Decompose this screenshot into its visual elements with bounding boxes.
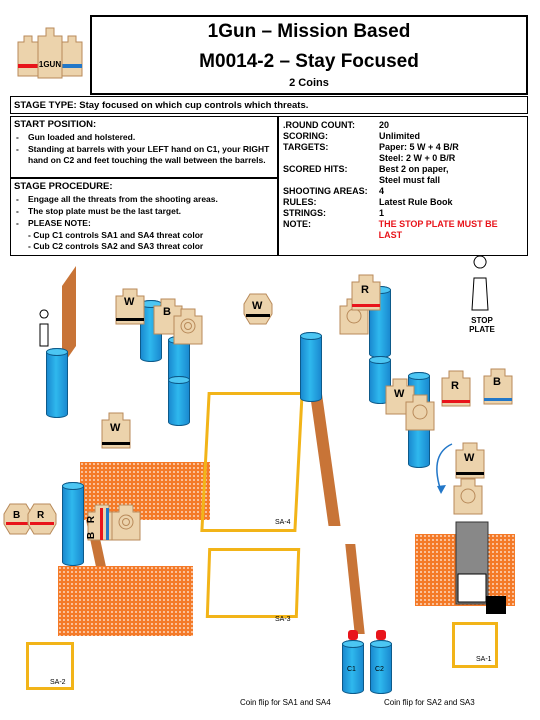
target-letter-b: B	[13, 510, 21, 521]
header-box: 1Gun – Mission Based M0014-2 – Stay Focu…	[90, 15, 528, 95]
stage-procedure-heading: STAGE PROCEDURE:	[14, 181, 113, 192]
logo-box: 1GUN	[10, 15, 90, 95]
paper-target	[101, 412, 131, 449]
paper-target	[115, 288, 145, 325]
logo-text: 1GUN	[38, 60, 62, 69]
start-position-item: Standing at barrels with your LEFT hand …	[14, 144, 274, 166]
steel-target	[27, 503, 57, 535]
barrel	[62, 482, 84, 566]
paper-target	[483, 368, 513, 405]
stat-note: NOTE:THE STOP PLATE MUST BE LAST	[283, 219, 498, 240]
target-letter-r: R	[37, 510, 45, 521]
procedure-note: - Cup C1 controls SA1 and SA4 threat col…	[28, 230, 204, 240]
cup-c2-label: C2	[375, 666, 384, 673]
barrel	[168, 376, 190, 426]
sa4-label: SA-4	[275, 519, 291, 526]
start-position-box: START POSITION: Gun loaded and holstered…	[10, 116, 278, 178]
stat-scored-hits: SCORED HITS:Best 2 on paper,	[283, 164, 449, 174]
stat-shooting-areas: SHOOTING AREAS:4	[283, 186, 385, 196]
paper-target	[173, 308, 203, 345]
rotate-arrow-icon	[436, 443, 453, 489]
stat-targets-steel: Steel: 2 W + 0 B/R	[379, 153, 456, 163]
paper-target	[111, 504, 141, 541]
stat-strings: STRINGS:1	[283, 208, 385, 218]
stage-procedure-box: STAGE PROCEDURE: Engage all the threats …	[10, 178, 278, 256]
header-title: 1Gun – Mission Based	[207, 21, 411, 42]
target-letter-b: B	[86, 531, 98, 540]
stage-type-box: STAGE TYPE: Stay focused on which cup co…	[10, 96, 528, 114]
paper-target	[405, 394, 435, 431]
header-coins: 2 Coins	[289, 77, 329, 89]
logo-targets-icon	[17, 27, 83, 79]
cup-c1-label: C1	[347, 666, 356, 673]
stat-targets: TARGETS:Paper: 5 W + 4 B/R	[283, 142, 459, 152]
stats-box: .ROUND COUNT:20 SCORING:Unlimited TARGET…	[278, 116, 528, 256]
target-letter-w: W	[124, 296, 135, 308]
stage-type: STAGE TYPE: Stay focused on which cup co…	[14, 100, 309, 111]
target-letter-b: B	[163, 306, 171, 318]
barrel	[300, 332, 322, 402]
procedure-item: Engage all the threats from the shooting…	[14, 194, 274, 205]
paper-target	[351, 274, 381, 311]
stop-plate-icon	[471, 256, 489, 311]
paper-target	[87, 504, 117, 541]
stop-plate-label: STOP PLATE	[469, 316, 495, 334]
procedure-note: - Cub C2 controls SA2 and SA3 threat col…	[28, 241, 204, 251]
mesh-panel	[58, 566, 193, 636]
cup-c1-icon	[348, 630, 358, 640]
cup-c2-icon	[376, 630, 386, 640]
no-shoot-silhouette	[39, 309, 49, 347]
paper-target	[453, 478, 483, 515]
stat-rules: RULES:Latest Rule Book	[283, 197, 453, 207]
cup-barrel-c2	[370, 640, 392, 694]
target-letter-r: R	[361, 284, 369, 296]
procedure-item: PLEASE NOTE:	[14, 218, 274, 229]
steel-target	[3, 503, 33, 535]
shooting-area-sa2	[26, 642, 74, 690]
sa1-label: SA-1	[476, 656, 492, 663]
coin-flip-sa1-sa4: Coin flip for SA1 and SA4	[240, 698, 331, 707]
procedure-item: The stop plate must be the last target.	[14, 206, 274, 217]
coin-flip-sa2-sa3: Coin flip for SA2 and SA3	[384, 698, 475, 707]
paper-target	[455, 442, 485, 479]
shooting-area-sa1	[452, 622, 498, 668]
target-letter-w: W	[252, 300, 263, 312]
target-letter-w: W	[464, 452, 475, 464]
steel-target	[243, 293, 273, 325]
sa3-label: SA-3	[275, 616, 291, 623]
targets-layer	[3, 256, 513, 614]
stat-scored-hits-steel: Steel must fall	[379, 175, 441, 185]
header-subtitle: M0014-2 – Stay Focused	[199, 51, 419, 72]
target-letter-w: W	[110, 422, 121, 434]
target-letter-r: R	[451, 380, 459, 392]
cup-barrel-c1	[342, 640, 364, 694]
stage-diagram: SA-4 SA-3 SA-2 SA-1	[0, 256, 540, 720]
paper-target	[441, 370, 471, 407]
start-position-heading: START POSITION:	[14, 119, 97, 130]
stat-scoring: SCORING:Unlimited	[283, 131, 421, 141]
stat-round-count: .ROUND COUNT:20	[283, 120, 390, 130]
target-letter-w: W	[394, 388, 405, 400]
start-position-item: Gun loaded and holstered.	[14, 132, 274, 143]
target-letter-r: R	[86, 515, 98, 524]
sa2-label: SA-2	[50, 679, 66, 686]
target-letter-b: B	[493, 376, 501, 388]
barrel	[46, 348, 68, 418]
